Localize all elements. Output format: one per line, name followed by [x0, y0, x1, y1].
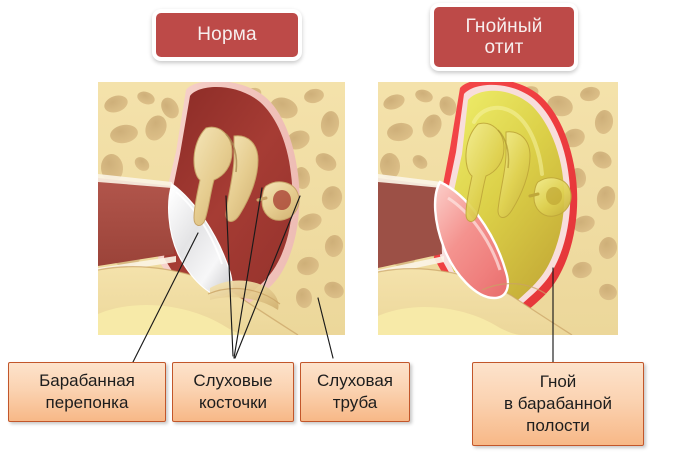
incus-otitis — [497, 131, 531, 218]
canal-edge-top — [98, 174, 172, 188]
ossicle-joint-otitis — [497, 129, 510, 169]
label-ossicles: Слуховые косточки — [172, 362, 294, 422]
label-pus-in-cavity: Гной в барабанной полости — [472, 362, 644, 446]
stapes-window — [273, 190, 291, 210]
label-tube-line2: труба — [332, 393, 378, 412]
label-pus-line1: Гной — [539, 372, 577, 392]
pus-highlight — [472, 106, 544, 176]
malleus-otitis — [465, 122, 505, 222]
label-tube-text: Слуховая труба — [317, 370, 393, 414]
illustration-normal-ear — [98, 82, 345, 335]
label-pus-line2: в барабанной — [504, 394, 612, 414]
label-tube-line1: Слуховая — [317, 371, 393, 391]
otitis-ear-svg — [378, 82, 618, 335]
panel-title-otitis-line2: отит — [484, 37, 524, 58]
label-eardrum-line2: перепонка — [45, 393, 129, 412]
normal-ear-svg — [98, 82, 345, 335]
stapes-neck-otitis — [528, 192, 540, 198]
illustration-otitis-ear — [378, 82, 618, 335]
panel-title-normal: Норма — [152, 9, 302, 61]
label-pus-text: Гной в барабанной полости — [504, 371, 612, 436]
label-ossicles-line1: Слуховые — [193, 371, 273, 391]
label-ossicles-text: Слуховые косточки — [193, 370, 272, 414]
label-eardrum-text: Барабанная перепонка — [39, 370, 135, 414]
ear-canal-normal — [98, 178, 174, 266]
panel-title-otitis-line1: Гнойный — [465, 15, 543, 37]
ossicle-joint-line — [225, 133, 238, 173]
eustachian-tube-otitis — [481, 283, 547, 295]
label-eardrum: Барабанная перепонка — [8, 362, 166, 422]
malleus-normal — [193, 126, 233, 226]
stapes-neck — [256, 196, 268, 202]
bulging-drum-highlight — [447, 196, 502, 271]
soft-tissue-bottom-otitis — [378, 306, 522, 335]
panel-title-otitis: Гнойный отит — [430, 3, 578, 71]
label-eustachian-tube: Слуховая труба — [300, 362, 410, 422]
label-eardrum-line1: Барабанная — [39, 371, 135, 391]
stapes-window-otitis — [546, 187, 562, 205]
panel-title-normal-text: Норма — [197, 24, 257, 46]
label-pus-line3: полости — [526, 415, 590, 435]
canal-edge-top-otitis — [378, 174, 442, 188]
panel-title-otitis-text: Гнойный отит — [465, 16, 542, 59]
bulging-tympanic-membrane — [433, 180, 510, 300]
ear-canal-otitis — [378, 178, 442, 268]
label-ossicles-line2: косточки — [198, 393, 268, 412]
